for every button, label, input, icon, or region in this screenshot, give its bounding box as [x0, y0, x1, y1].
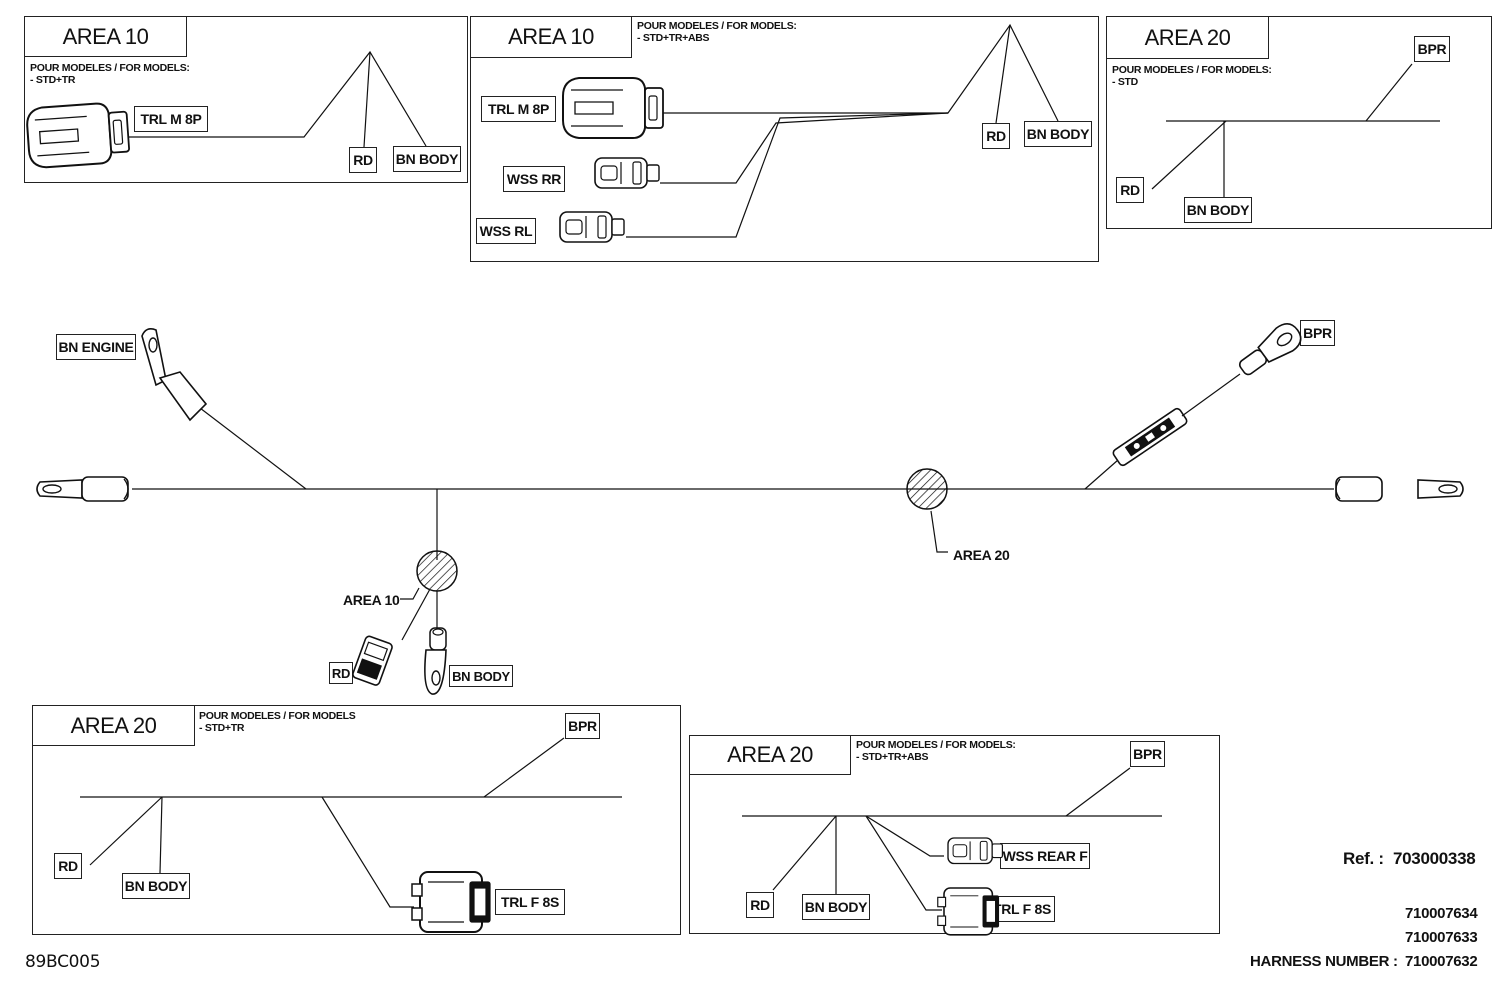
panel-title: AREA 20: [1106, 16, 1269, 59]
label-bn-body: BN BODY: [802, 894, 870, 920]
reference-label: Ref. :: [1343, 849, 1384, 868]
panel-note: POUR MODELES / FOR MODELS - STD+TR: [199, 710, 356, 734]
drawing-code: 89BC005: [25, 952, 101, 972]
callout-area20: AREA 20: [953, 547, 1010, 563]
label-wss-rr: WSS RR: [503, 166, 565, 192]
panel-note: POUR MODELES / FOR MODELS: - STD+TR+ABS: [637, 20, 797, 44]
panel-note-line1: POUR MODELES / FOR MODELS:: [1112, 64, 1272, 76]
panel-note-line2: - STD: [1112, 76, 1138, 88]
panel-note-line1: POUR MODELES / FOR MODELS: [199, 710, 356, 722]
label-trl-m-8p: TRL M 8P: [481, 96, 556, 122]
panel3-wiring: [1151, 63, 1440, 197]
label-bpr: BPR: [1414, 36, 1450, 62]
label-rd: RD: [982, 123, 1010, 149]
panel-note-line2: - STD+TR+ABS: [637, 32, 710, 44]
area10-bn-body-terminal: [424, 627, 447, 695]
label-bn-body: BN BODY: [449, 665, 513, 687]
right-ring-terminal: [1335, 476, 1464, 502]
panel-note-line1: POUR MODELES / FOR MODELS:: [856, 739, 1016, 751]
label-rd: RD: [349, 147, 377, 173]
label-rd: RD: [54, 853, 82, 879]
label-bn-body: BN BODY: [1024, 121, 1092, 147]
panel-title: AREA 20: [32, 705, 195, 746]
area10-rd-connector: [352, 635, 393, 686]
panel4-wiring: [80, 737, 622, 933]
label-rd: RD: [1116, 177, 1144, 203]
harness-number-1: 710007634: [1405, 905, 1478, 922]
panel-note-line1: POUR MODELES / FOR MODELS:: [637, 20, 797, 32]
panel2-wiring: [559, 23, 1059, 243]
harness-number-3: 710007632: [1405, 953, 1478, 970]
panel-note-line1: POUR MODELES / FOR MODELS:: [30, 62, 190, 74]
label-wss-rear-f: WSS REAR F: [1000, 843, 1090, 869]
panel-note-line2: - STD+TR: [30, 74, 76, 86]
panel5-wiring: [742, 767, 1162, 936]
label-bn-body: BN BODY: [393, 146, 461, 172]
fuse-holder: [1112, 407, 1188, 467]
panel-note: POUR MODELES / FOR MODELS: - STD+TR: [30, 62, 190, 86]
panel-note: POUR MODELES / FOR MODELS: - STD: [1112, 64, 1272, 88]
bn-engine-terminal: [141, 328, 208, 422]
main-harness: [36, 323, 1464, 695]
label-trl-f-8s: TRL F 8S: [989, 896, 1055, 922]
label-bpr: BPR: [565, 713, 600, 739]
panel-title: AREA 10: [470, 16, 632, 58]
panel-note: POUR MODELES / FOR MODELS: - STD+TR+ABS: [856, 739, 1016, 763]
harness-number-label: HARNESS NUMBER :: [1250, 953, 1398, 970]
label-bn-body: BN BODY: [1184, 197, 1252, 223]
panel1-wiring: [25, 50, 427, 170]
left-ring-terminal: [36, 476, 129, 502]
label-bn-body: BN BODY: [122, 873, 190, 899]
panel-note-line2: - STD+TR+ABS: [856, 751, 929, 763]
label-wss-rl: WSS RL: [476, 218, 536, 244]
panel-title: AREA 20: [689, 735, 851, 775]
harness-number-2: 710007633: [1405, 929, 1478, 946]
label-rd: RD: [329, 662, 353, 684]
callout-area10: AREA 10: [343, 592, 400, 608]
label-rd: RD: [746, 892, 774, 918]
panel-title: AREA 10: [24, 16, 187, 57]
label-bpr: BPR: [1300, 320, 1335, 346]
panel-note-line2: - STD+TR: [199, 722, 245, 734]
label-trl-f-8s: TRL F 8S: [495, 889, 565, 915]
reference-number: 703000338: [1393, 849, 1476, 868]
bpr-ring-terminal: [1238, 323, 1302, 376]
label-trl-m-8p: TRL M 8P: [134, 106, 208, 132]
label-bpr: BPR: [1130, 741, 1165, 767]
label-bn-engine: BN ENGINE: [56, 334, 136, 360]
